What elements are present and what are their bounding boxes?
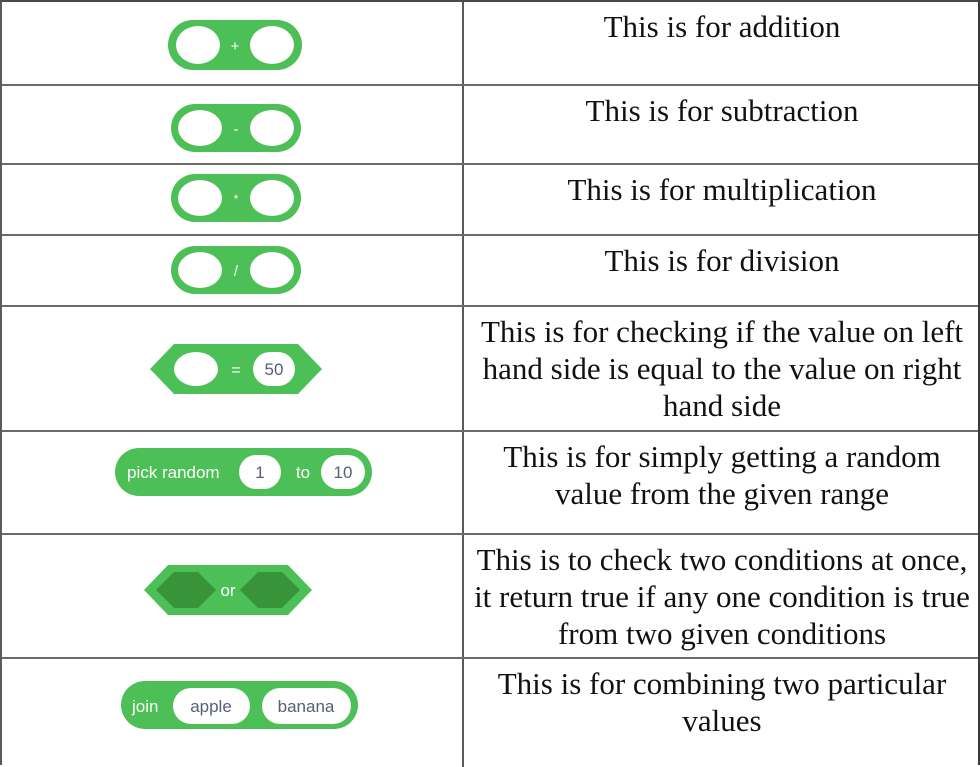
svg-text:50: 50 xyxy=(265,360,284,379)
block-cell: - xyxy=(2,86,464,163)
svg-text:banana: banana xyxy=(278,697,335,716)
svg-text:-: - xyxy=(234,121,239,138)
description-cell: This is for division xyxy=(604,243,840,278)
block-cell: or xyxy=(2,535,464,657)
table-row: join apple banana This is for combining … xyxy=(2,659,978,767)
block-cell: = 50 xyxy=(2,307,464,430)
svg-text:or: or xyxy=(220,581,235,600)
left-condition-slot xyxy=(156,572,216,608)
description-cell: This is for multiplication xyxy=(567,172,877,207)
description-cell: This is for checking if the value on lef… xyxy=(480,314,964,423)
equals-block: = 50 xyxy=(150,344,322,394)
block-cell: pick random 1 to 10 xyxy=(2,432,464,533)
table-row: pick random 1 to 10 This is for simply g… xyxy=(2,432,978,535)
table-row: or This is to check two conditions at on… xyxy=(2,535,978,659)
pick-random-block: pick random 1 to 10 xyxy=(115,448,372,496)
svg-text:pick random: pick random xyxy=(127,463,220,482)
right-condition-slot xyxy=(240,572,300,608)
svg-text:1: 1 xyxy=(255,463,264,482)
block-cell: / xyxy=(2,236,464,305)
svg-text:/: / xyxy=(234,263,239,280)
svg-text:+: + xyxy=(231,38,240,55)
table-row: * This is for multiplication xyxy=(2,165,978,236)
block-cell: * xyxy=(2,165,464,234)
description-cell: This is for simply getting a random valu… xyxy=(503,439,941,511)
svg-text:apple: apple xyxy=(190,697,232,716)
division-block: / xyxy=(171,246,301,294)
description-cell: This is for combining two particular val… xyxy=(497,666,947,738)
join-block: join apple banana xyxy=(121,681,358,729)
subtraction-block: - xyxy=(171,104,301,152)
table-row: - This is for subtraction xyxy=(2,86,978,165)
description-cell: This is to check two conditions at once,… xyxy=(474,542,970,651)
block-cell: join apple banana xyxy=(2,659,464,767)
description-cell: This is for addition xyxy=(603,9,841,44)
table-row: + This is for addition xyxy=(2,2,978,86)
block-cell: + xyxy=(2,2,464,84)
table-row: = 50 This is for checking if the value o… xyxy=(2,307,978,432)
table-row: / This is for division xyxy=(2,236,978,307)
svg-text:to: to xyxy=(296,463,310,482)
svg-text:join: join xyxy=(131,697,158,716)
or-block: or xyxy=(144,565,312,615)
description-cell: This is for subtraction xyxy=(585,93,859,128)
multiplication-block: * xyxy=(171,174,301,222)
svg-text:*: * xyxy=(234,192,239,206)
svg-text:=: = xyxy=(231,362,240,379)
addition-block: + xyxy=(168,20,302,70)
svg-text:10: 10 xyxy=(334,463,353,482)
